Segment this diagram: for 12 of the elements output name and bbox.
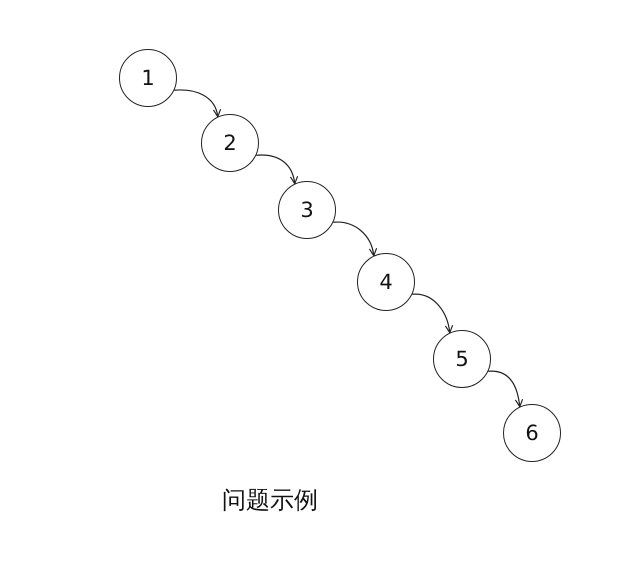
caption: 问题示例: [222, 485, 318, 516]
arrow: [488, 370, 523, 408]
node-number: 5: [455, 348, 469, 370]
node-number: 4: [379, 272, 393, 292]
node-number: 1: [141, 68, 155, 88]
node-number: 6: [525, 422, 539, 444]
arrow: [333, 222, 377, 256]
arrow: [256, 154, 298, 184]
node-number: 3: [300, 200, 314, 220]
node-number: 2: [223, 132, 237, 154]
arrow: [412, 294, 453, 334]
arrow: [174, 89, 221, 118]
